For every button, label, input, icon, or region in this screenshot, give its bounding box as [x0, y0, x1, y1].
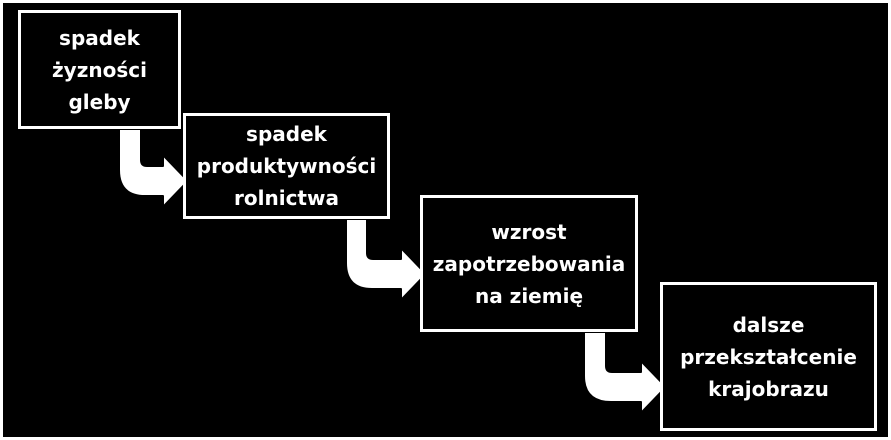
step-box-2: spadek produktywności rolnictwa — [183, 113, 390, 219]
step-box-4: dalsze przekształcenie krajobrazu — [660, 282, 877, 431]
step-label-3: wzrost zapotrzebowania na ziemię — [432, 219, 626, 308]
step-label-4: dalsze przekształcenie krajobrazu — [680, 312, 857, 401]
arrow-3-icon — [583, 331, 667, 414]
step-label-1: spadek żyzności gleby — [52, 25, 147, 114]
step-box-3: wzrost zapotrzebowania na ziemię — [420, 195, 638, 332]
step-box-1: spadek żyzności gleby — [18, 10, 181, 129]
arrow-1-icon — [118, 128, 189, 208]
arrow-2-icon — [345, 218, 427, 301]
step-label-2: spadek produktywności rolnictwa — [196, 122, 377, 210]
